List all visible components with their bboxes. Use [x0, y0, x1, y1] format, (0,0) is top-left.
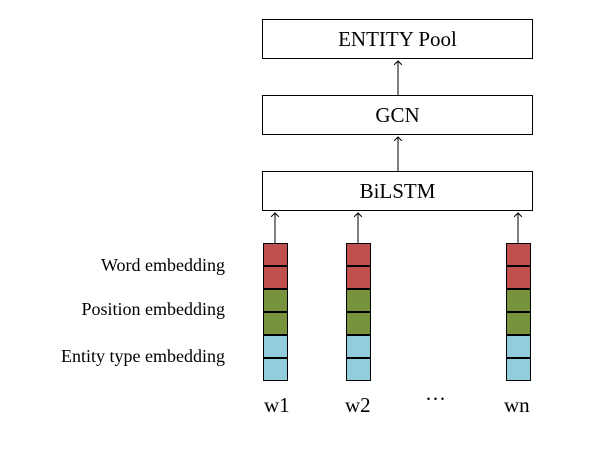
- gcn-box: GCN: [262, 95, 533, 135]
- embedding-cell-wn-position-1: [506, 289, 531, 312]
- entity-pool-box: ENTITY Pool: [262, 19, 533, 59]
- embedding-cell-w2-word-2: [346, 266, 371, 289]
- token-ellipsis: ···: [425, 387, 446, 411]
- embedding-cell-w1-position-1: [263, 289, 288, 312]
- entity-pool-label: ENTITY Pool: [338, 26, 457, 51]
- embedding-cell-w2-position-2: [346, 312, 371, 335]
- position-embedding-label: Position embedding: [81, 299, 226, 319]
- embedding-cell-w1-entity-type-2: [263, 358, 288, 381]
- embedding-cell-w2-word-1: [346, 243, 371, 266]
- embedding-cell-w2-entity-type-1: [346, 335, 371, 358]
- word-embedding-label: Word embedding: [100, 255, 225, 275]
- embedding-cell-wn-position-2: [506, 312, 531, 335]
- embedding-cell-wn-word-1: [506, 243, 531, 266]
- token-w2: w2: [345, 393, 371, 417]
- embedding-cell-w1-entity-type-1: [263, 335, 288, 358]
- embedding-cell-wn-entity-type-2: [506, 358, 531, 381]
- embedding-cell-wn-word-2: [506, 266, 531, 289]
- embedding-cell-w2-position-1: [346, 289, 371, 312]
- bilstm-label: BiLSTM: [359, 178, 436, 203]
- embedding-cell-w2-entity-type-2: [346, 358, 371, 381]
- entity-type-embedding-label: Entity type embedding: [61, 346, 225, 366]
- bilstm-box: BiLSTM: [262, 171, 533, 211]
- gcn-label: GCN: [375, 102, 420, 127]
- embedding-cell-w1-word-2: [263, 266, 288, 289]
- embedding-cell-w1-word-1: [263, 243, 288, 266]
- token-wn: wn: [504, 393, 530, 417]
- embedding-cell-wn-entity-type-1: [506, 335, 531, 358]
- token-w1: w1: [264, 393, 290, 417]
- embedding-cell-w1-position-2: [263, 312, 288, 335]
